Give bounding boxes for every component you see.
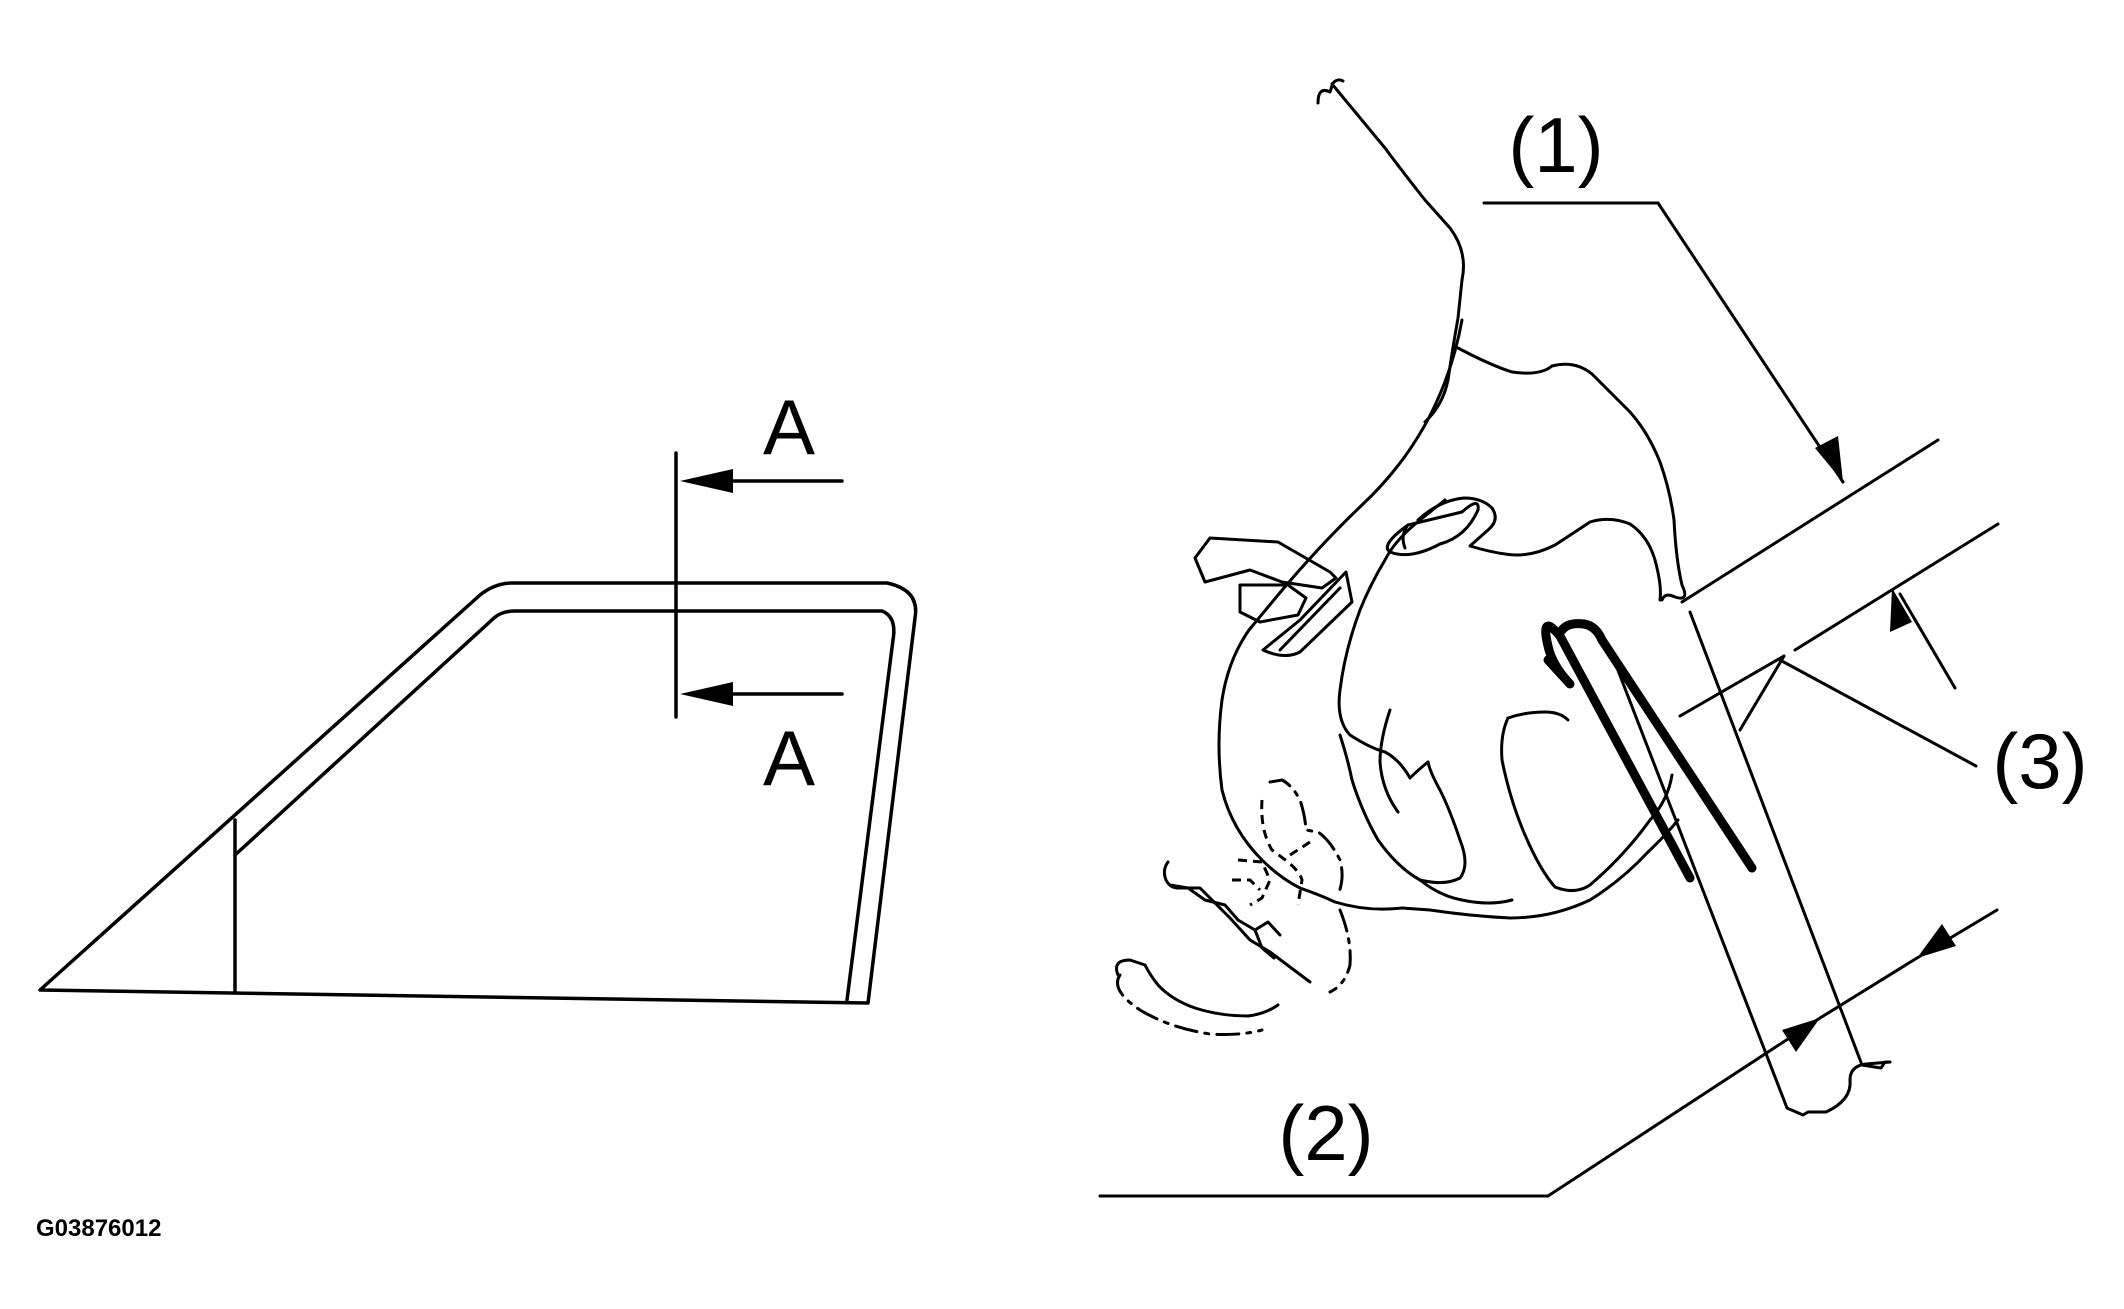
clip-arm xyxy=(1261,570,1354,657)
door-panel-outer-edge xyxy=(1330,82,1465,424)
weatherstrip-lower-lip xyxy=(1338,733,1467,885)
glass-outer-outline xyxy=(38,581,918,1005)
weatherstrip-inner-contour xyxy=(1337,498,1447,780)
extension-line-a xyxy=(1680,438,1940,604)
lower-clip-hook-outer xyxy=(1115,958,1280,1018)
lower-clip-tip xyxy=(1328,908,1352,994)
section-arrow-top-head xyxy=(680,469,733,493)
lower-clip-hook xyxy=(1116,973,1264,1036)
door-panel-break-mark xyxy=(1316,78,1345,105)
extension-line-b xyxy=(1793,522,2000,652)
run-channel-strip-outer xyxy=(1557,619,1757,873)
weatherstrip-inner-pocket xyxy=(1416,496,1662,602)
lower-clip-teeth xyxy=(1168,883,1282,960)
weatherstrip-outer-body xyxy=(1217,318,1680,920)
extension-line-c xyxy=(1818,956,1919,1020)
weatherstrip-lower-chamber xyxy=(1500,716,1674,892)
weatherstrip-right-ridge xyxy=(1506,710,1570,722)
section-label-bottom: A xyxy=(763,714,815,802)
dim-arrow-2 xyxy=(1782,1018,1820,1052)
callout-1-label: (1) xyxy=(1508,101,1603,189)
glass-pane-break xyxy=(1824,1060,1892,1114)
run-channel-strip xyxy=(1541,621,1695,883)
leader-line-3 xyxy=(1778,658,1978,768)
section-arrow-bottom-head xyxy=(680,682,733,706)
window-glass-view: A A xyxy=(38,383,918,1005)
cross-section-view: (1) (2) (3) xyxy=(1098,78,2088,1198)
glass-inner-outline xyxy=(233,609,896,1002)
callout-3-label: (3) xyxy=(1992,717,2087,805)
dim-arrow-1b xyxy=(1890,588,1912,632)
run-channel-lip xyxy=(1665,736,1682,762)
figure-id-caption: G03876012 xyxy=(36,1215,161,1242)
dim-arrow-1 xyxy=(1815,436,1843,482)
retainer-hidden-hooks xyxy=(1232,858,1272,907)
leader-line-3-diag xyxy=(1738,654,1786,732)
retainer-hidden-inner xyxy=(1260,799,1311,906)
weatherstrip-upper-lip xyxy=(1456,346,1687,602)
section-label-top: A xyxy=(763,383,815,471)
clip-tab-lower xyxy=(1238,583,1308,624)
leader-line-3-marker xyxy=(1678,654,1786,718)
lower-clip-outline xyxy=(1162,860,1312,984)
weatherstrip-mid-fold xyxy=(1378,708,1400,814)
clip-arm-inner xyxy=(1278,586,1342,652)
callout-2-label: (2) xyxy=(1278,1089,1373,1177)
retainer-hidden-outline xyxy=(1268,778,1344,897)
dim-arrow-2b xyxy=(1917,924,1956,958)
leader-line-2-diag xyxy=(1546,1016,1822,1198)
leader-line-1-diag xyxy=(1656,201,1845,484)
weatherstrip-seam xyxy=(1418,878,1514,905)
dim-line-1b xyxy=(1898,592,1957,690)
clip-tab-upper xyxy=(1193,536,1338,590)
